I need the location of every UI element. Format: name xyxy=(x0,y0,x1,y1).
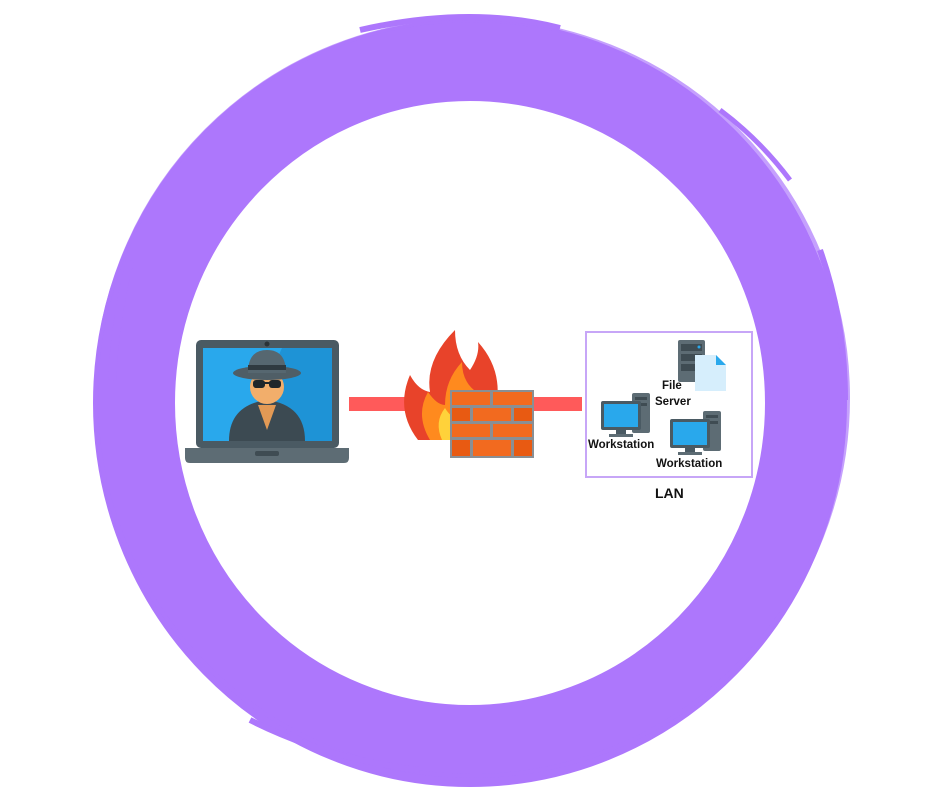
workstation-icon xyxy=(670,411,721,455)
brush-ring xyxy=(93,13,850,787)
link-attacker-firewall xyxy=(349,397,407,411)
workstation-icon xyxy=(601,393,650,437)
link-firewall-lan xyxy=(534,397,582,411)
firewall-icon xyxy=(404,330,534,458)
file-server-icon xyxy=(678,340,726,391)
file-server-label-line1: File xyxy=(662,380,682,392)
file-server-label-line2: Server xyxy=(655,396,691,408)
workstation-1-label: Workstation xyxy=(588,439,655,451)
lan-label: LAN xyxy=(655,485,684,501)
workstation-2-label: Workstation xyxy=(656,458,723,470)
lan-boundary xyxy=(585,331,753,478)
hacker-laptop-icon xyxy=(185,340,349,463)
